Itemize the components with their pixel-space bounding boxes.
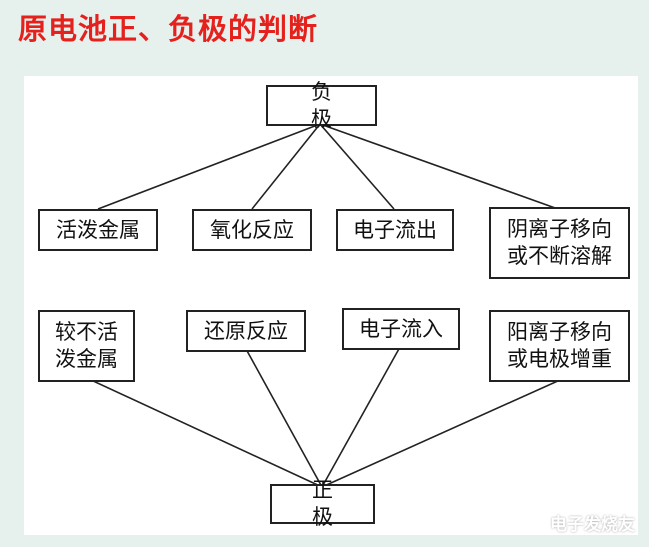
node-active-metal: 活泼金属 — [38, 209, 158, 251]
node-cation-migration: 阳离子移向 或电极增重 — [489, 310, 630, 382]
node-reduction-reaction: 还原反应 — [186, 310, 306, 352]
page-title: 原电池正、负极的判断 — [18, 12, 319, 46]
diagram-panel — [24, 76, 638, 535]
node-negative-electrode: 负 极 — [266, 80, 377, 131]
connector-pos4-to-positive — [321, 379, 561, 488]
node-electron-outflow: 电子流出 — [336, 209, 454, 251]
node-less-active-metal: 较不活 泼金属 — [38, 310, 135, 382]
node-anion-migration: 阴离子移向 或不断溶解 — [489, 207, 630, 279]
watermark-logo-icon — [518, 509, 544, 535]
connector-pos2-to-positive — [245, 348, 323, 488]
connector-negative-to-neg2 — [251, 123, 321, 210]
connector-pos1-to-positive — [90, 379, 323, 488]
connector-negative-to-neg4 — [319, 123, 559, 210]
watermark: 电子发烧友 — [518, 509, 635, 535]
connector-negative-to-neg1 — [97, 123, 321, 210]
node-positive-electrode: 正 极 — [270, 478, 375, 529]
node-oxidation-reaction: 氧化反应 — [192, 209, 312, 251]
node-electron-inflow: 电子流入 — [342, 308, 460, 350]
connector-pos3-to-positive — [321, 346, 401, 488]
watermark-text: 电子发烧友 — [550, 514, 635, 535]
connector-negative-to-neg3 — [319, 123, 395, 210]
